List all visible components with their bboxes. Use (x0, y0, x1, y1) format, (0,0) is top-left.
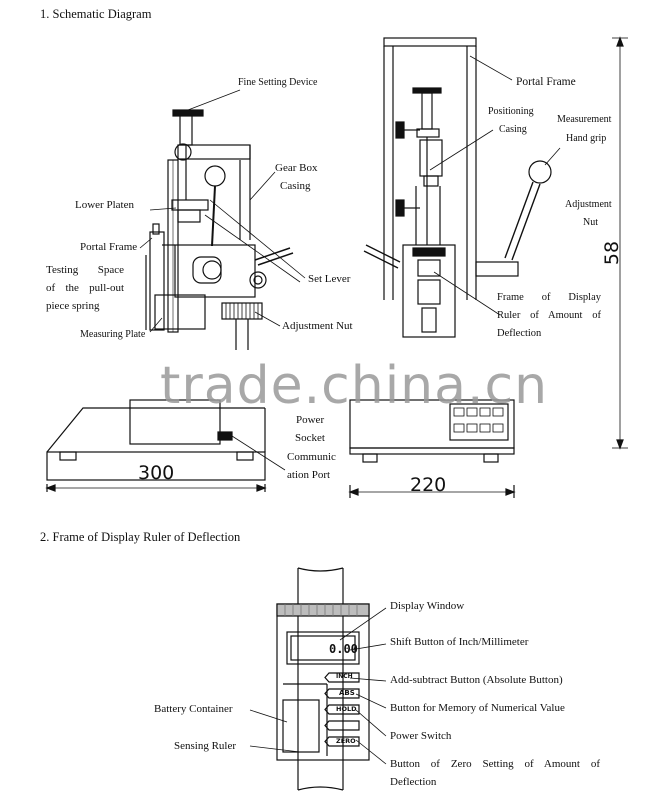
label-adjustment-nut-left: Adjustment Nut (282, 320, 353, 332)
label-fine-setting: Fine Setting Device (238, 77, 318, 88)
button-zero: ZERO (336, 737, 356, 745)
dimension-300: 300 (138, 462, 175, 484)
label-testing-space-2: of the pull-out (46, 282, 124, 294)
label-positioning-2: Casing (499, 124, 527, 135)
label-hand-grip-1: Measurement (557, 114, 612, 125)
label-sensing-ruler: Sensing Ruler (174, 740, 237, 752)
lcd-readout: 0.00 (329, 642, 358, 656)
label-portal-frame-left: Portal Frame (80, 241, 138, 253)
label-gear-box-2: Casing (280, 180, 311, 192)
label-frame-display-2: Ruler of Amount of (497, 310, 601, 321)
label-zero-setting-1: Button of Zero Setting of Amount of (390, 758, 600, 770)
label-add-subtract: Add-subtract Button (Absolute Button) (390, 674, 563, 686)
label-frame-display-3: Deflection (497, 328, 542, 339)
label-lower-platen: Lower Platen (75, 199, 134, 211)
label-adjustment-nut-right-2: Nut (583, 217, 598, 228)
label-display-window: Display Window (390, 600, 465, 612)
button-inch: INCH (336, 673, 353, 680)
watermark: trade.china.cn (160, 356, 549, 416)
label-power-switch: Power Switch (390, 730, 452, 742)
label-measuring-plate: Measuring Plate (80, 329, 146, 340)
label-frame-display-1: Frame of Display (497, 292, 601, 303)
label-adjustment-nut-right-1: Adjustment (565, 199, 612, 210)
right-machine-front-view (348, 36, 628, 498)
label-shift-button: Shift Button of Inch/Millimeter (390, 636, 529, 648)
label-hand-grip-2: Hand grip (566, 133, 607, 144)
heading-display-frame: 2. Frame of Display Ruler of Deflection (40, 530, 241, 544)
label-gear-box-1: Gear Box (275, 162, 318, 174)
dimension-58: 58 (601, 240, 624, 266)
heading-schematic: 1. Schematic Diagram (40, 7, 152, 21)
display-ruler-detail (249, 567, 387, 791)
label-set-lever: Set Lever (308, 273, 351, 285)
left-machine-side-view (45, 89, 306, 492)
label-zero-setting-2: Deflection (390, 776, 437, 788)
button-abs: ABS (339, 689, 355, 697)
button-hold: HOLD (336, 705, 357, 713)
label-memory-button: Button for Memory of Numerical Value (390, 702, 565, 714)
label-battery-container: Battery Container (154, 703, 233, 715)
label-testing-space-1: Testing Space (46, 264, 124, 276)
label-portal-frame-right: Portal Frame (516, 76, 576, 88)
label-testing-space-3: piece spring (46, 300, 100, 312)
label-comm-port-1: Communic (287, 451, 336, 463)
label-positioning-1: Positioning (488, 106, 534, 117)
label-power-socket-2: Socket (295, 432, 325, 444)
label-comm-port-2: ation Port (287, 469, 331, 481)
label-power-socket-1: Power (296, 414, 325, 426)
dimension-220: 220 (410, 474, 447, 496)
